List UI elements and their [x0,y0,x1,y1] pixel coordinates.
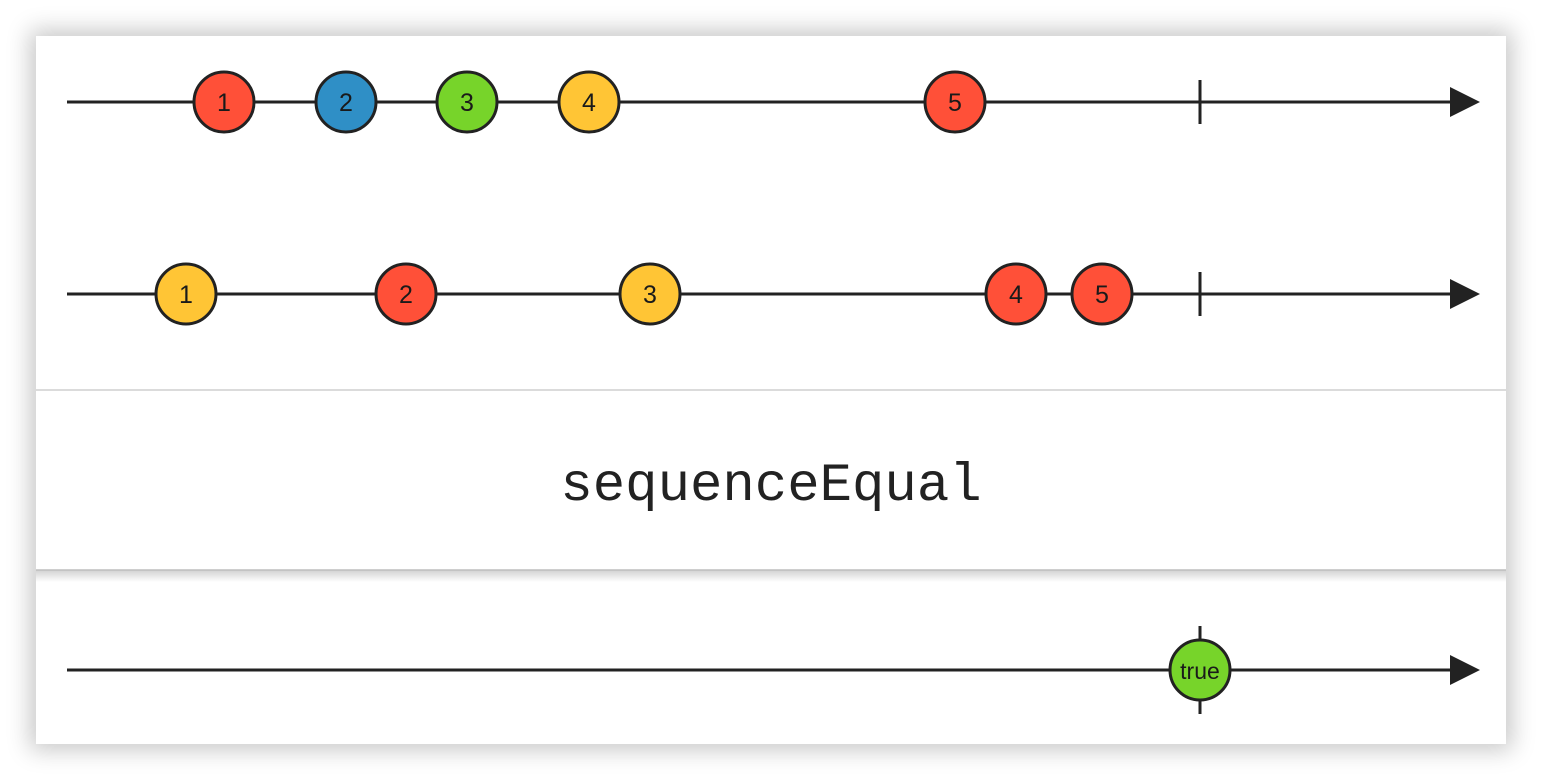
marble-circle [314,70,378,134]
marble-circle [618,262,682,326]
timeline-output: true [67,626,1480,714]
marble-circle [1070,262,1134,326]
operator-name: sequenceEqual [560,456,981,517]
marble-label: 3 [643,281,657,309]
timeline-arrow-head [1450,279,1480,309]
marble: true [1168,638,1232,702]
marble-label: 1 [179,281,193,309]
marble-circle [557,70,621,134]
marble-circle [923,70,987,134]
marble: 3 [618,262,682,326]
timeline-source-1: 1 2 3 4 5 [67,70,1480,134]
marble-label: 2 [399,281,413,309]
operator-box-rect [36,390,1506,570]
marble-label: 1 [217,89,231,117]
marble-label: 2 [339,89,353,117]
marble-circle [435,70,499,134]
operator-box: sequenceEqual [36,389,1506,582]
marble: 2 [314,70,378,134]
marble-circle [192,70,256,134]
marble-label: 5 [1095,281,1109,309]
marble: 2 [374,262,438,326]
marble-circle [984,262,1048,326]
marble: 1 [154,262,218,326]
marble-label: 4 [582,89,596,117]
timeline-source-2: 1 2 3 4 5 [67,262,1480,326]
timelines: 1 2 3 4 5 1 2 3 4 5 true [67,70,1480,714]
marble-circle [374,262,438,326]
marble-diagram: sequenceEqual 1 2 3 4 5 1 2 3 4 5 true [36,70,1506,714]
timeline-arrow-head [1450,655,1480,685]
marble-label: true [1180,658,1220,684]
marble: 3 [435,70,499,134]
marble: 5 [923,70,987,134]
operator-box-shadow [36,570,1506,582]
marble: 4 [557,70,621,134]
marble-label: 4 [1009,281,1023,309]
timeline-arrow-head [1450,87,1480,117]
marble-circle [1168,638,1232,702]
marble: 5 [1070,262,1134,326]
marble: 1 [192,70,256,134]
marble-circle [154,262,218,326]
marble-diagram-card: sequenceEqual 1 2 3 4 5 1 2 3 4 5 true [36,36,1506,744]
marble-label: 3 [460,89,474,117]
marble: 4 [984,262,1048,326]
marble-label: 5 [948,89,962,117]
